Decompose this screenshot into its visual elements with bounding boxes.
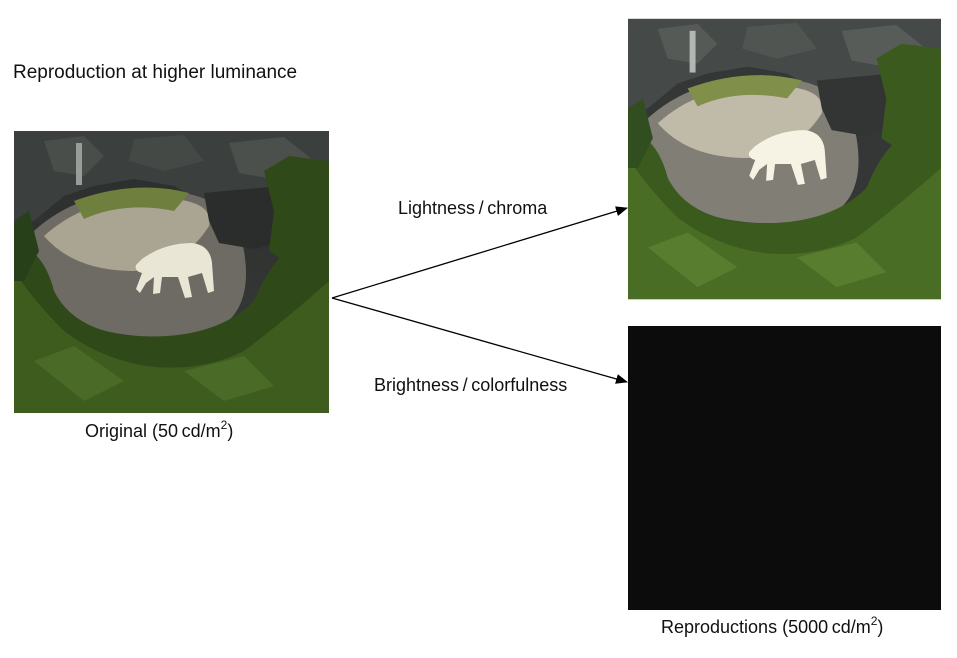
original-photo	[14, 131, 329, 413]
original-caption: Original (50 cd/m2)	[85, 418, 234, 442]
reproductions-caption-close: )	[877, 617, 884, 637]
arrow-to-brightness	[331, 297, 628, 384]
brightness-colorfulness-reproduction	[628, 326, 941, 610]
brightness-colorfulness-label: Brightness / colorfulness	[374, 375, 568, 395]
arrow-to-lightness	[331, 206, 628, 299]
reproductions-caption-exponent: 2	[870, 614, 878, 628]
original-caption-exponent: 2	[220, 418, 228, 432]
reproductions-caption-text: Reproductions (5000 cd/m	[661, 617, 871, 637]
lightness-chroma-label: Lightness / chroma	[398, 198, 548, 218]
figure-title: Reproduction at higher luminance	[13, 62, 298, 83]
original-caption-text: Original (50 cd/m	[85, 421, 221, 441]
reproductions-caption: Reproductions (5000 cd/m2)	[661, 614, 884, 638]
original-caption-close: )	[227, 421, 234, 441]
lightness-chroma-reproduction	[628, 18, 941, 300]
